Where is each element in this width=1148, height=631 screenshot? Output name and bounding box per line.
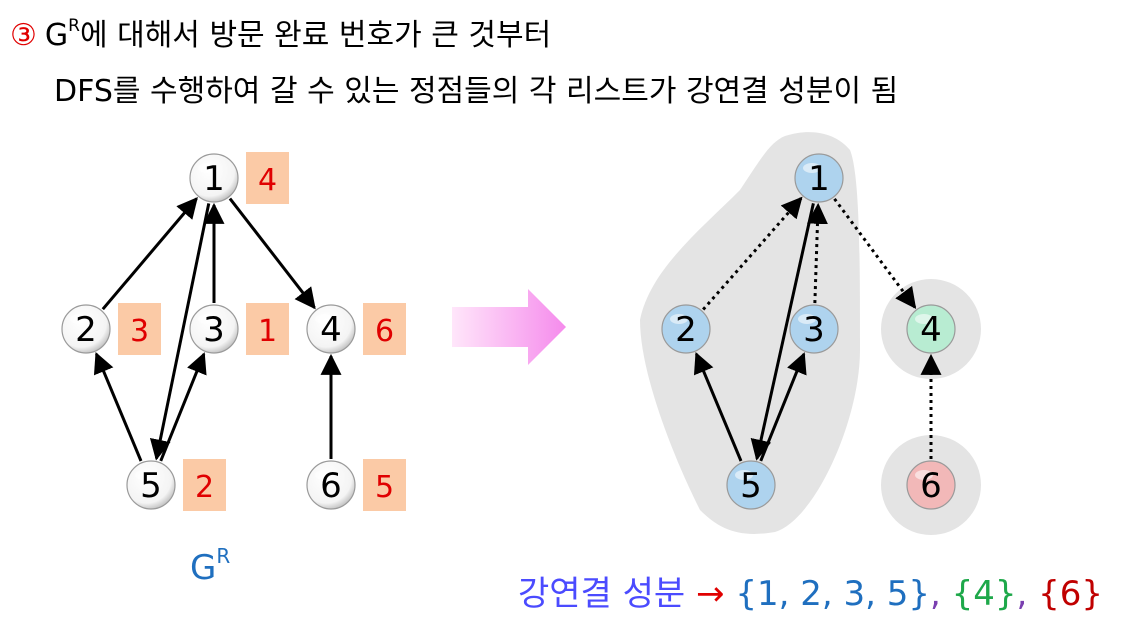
graph-label-g: G xyxy=(190,548,217,588)
right-node-3-label: 3 xyxy=(803,310,825,350)
left-node-3: 3 xyxy=(189,304,239,354)
order-box-4 xyxy=(363,303,406,355)
left-node-2: 2 xyxy=(61,304,111,354)
result-component-4: {6} xyxy=(1038,574,1104,614)
left-node-4-label: 4 xyxy=(320,310,342,350)
edges-layer xyxy=(93,196,942,462)
result-component-2: {4} xyxy=(951,574,1017,614)
right-node-2: 2 xyxy=(661,304,711,354)
order-box-6 xyxy=(363,459,406,511)
left-edge-5-3 xyxy=(159,352,207,462)
left-node-5-label: 5 xyxy=(140,466,162,506)
result-line: 강연결 성분 → {1, 2, 3, 5}, {4}, {6} xyxy=(518,566,1103,615)
result-arrow-icon: → xyxy=(696,574,725,614)
order-box-5 xyxy=(183,459,226,511)
right-node-4-label: 4 xyxy=(920,310,942,350)
transform-arrow-icon xyxy=(452,289,566,365)
gr-superscript: R xyxy=(68,16,80,36)
right-node-4: 4 xyxy=(906,304,956,354)
right-tree-edge-5-2 xyxy=(693,351,743,462)
order-box-2 xyxy=(118,303,161,355)
result-component-1: , xyxy=(929,574,952,614)
left-edge-1-4 xyxy=(228,197,316,310)
gr-text: G xyxy=(44,18,69,53)
order-box-3 xyxy=(246,303,289,355)
result-label: 강연결 성분 xyxy=(518,574,686,614)
graph-label: GR xyxy=(190,544,230,588)
left-node-1-label: 1 xyxy=(203,159,225,199)
component-group-1235 xyxy=(640,132,860,534)
left-edge-5-2 xyxy=(93,351,143,462)
order-number-1: 4 xyxy=(258,163,277,198)
order-number-5: 2 xyxy=(195,470,214,505)
right-node-5-label: 5 xyxy=(740,466,762,506)
header-line-1-text: 에 대해서 방문 완료 번호가 큰 것부터 xyxy=(79,18,552,53)
right-node-1-label: 1 xyxy=(808,159,830,199)
header-line-2: DFS를 수행하여 갈 수 있는 정점들의 각 리스트가 강연결 성분이 됨 xyxy=(54,74,899,109)
left-edge-2-1 xyxy=(101,196,198,311)
result-components: {1, 2, 3, 5}, {4}, {6} xyxy=(735,574,1103,614)
left-node-4: 4 xyxy=(306,304,356,354)
right-node-5: 5 xyxy=(726,460,776,510)
right-tree-edge-1-5 xyxy=(750,203,815,461)
order-number-4: 6 xyxy=(375,314,394,349)
left-node-3-label: 3 xyxy=(203,310,225,350)
left-edge-1-5 xyxy=(149,203,211,461)
right-dotted-edge-1-4 xyxy=(833,197,917,310)
order-number-2: 3 xyxy=(130,314,149,349)
graph-label-sup: R xyxy=(216,544,231,568)
left-node-1: 1 xyxy=(189,153,239,203)
right-node-6: 6 xyxy=(906,460,956,510)
order-number-3: 1 xyxy=(258,314,277,349)
left-node-2-label: 2 xyxy=(75,310,97,350)
right-node-2-label: 2 xyxy=(675,310,697,350)
result-component-3: , xyxy=(1016,574,1039,614)
right-tree-edge-5-3 xyxy=(759,352,807,462)
result-component-0: {1, 2, 3, 5} xyxy=(735,574,930,614)
order-number-6: 5 xyxy=(375,470,394,505)
right-node-1: 1 xyxy=(794,153,844,203)
right-node-3: 3 xyxy=(789,304,839,354)
left-node-5: 5 xyxy=(126,460,176,510)
order-box-1 xyxy=(246,152,289,204)
right-node-6-label: 6 xyxy=(920,466,942,506)
left-node-6: 6 xyxy=(306,460,356,510)
right-dotted-edge-3-1 xyxy=(806,202,828,304)
left-node-6-label: 6 xyxy=(320,466,342,506)
step-number-icon: ③ xyxy=(10,18,37,53)
